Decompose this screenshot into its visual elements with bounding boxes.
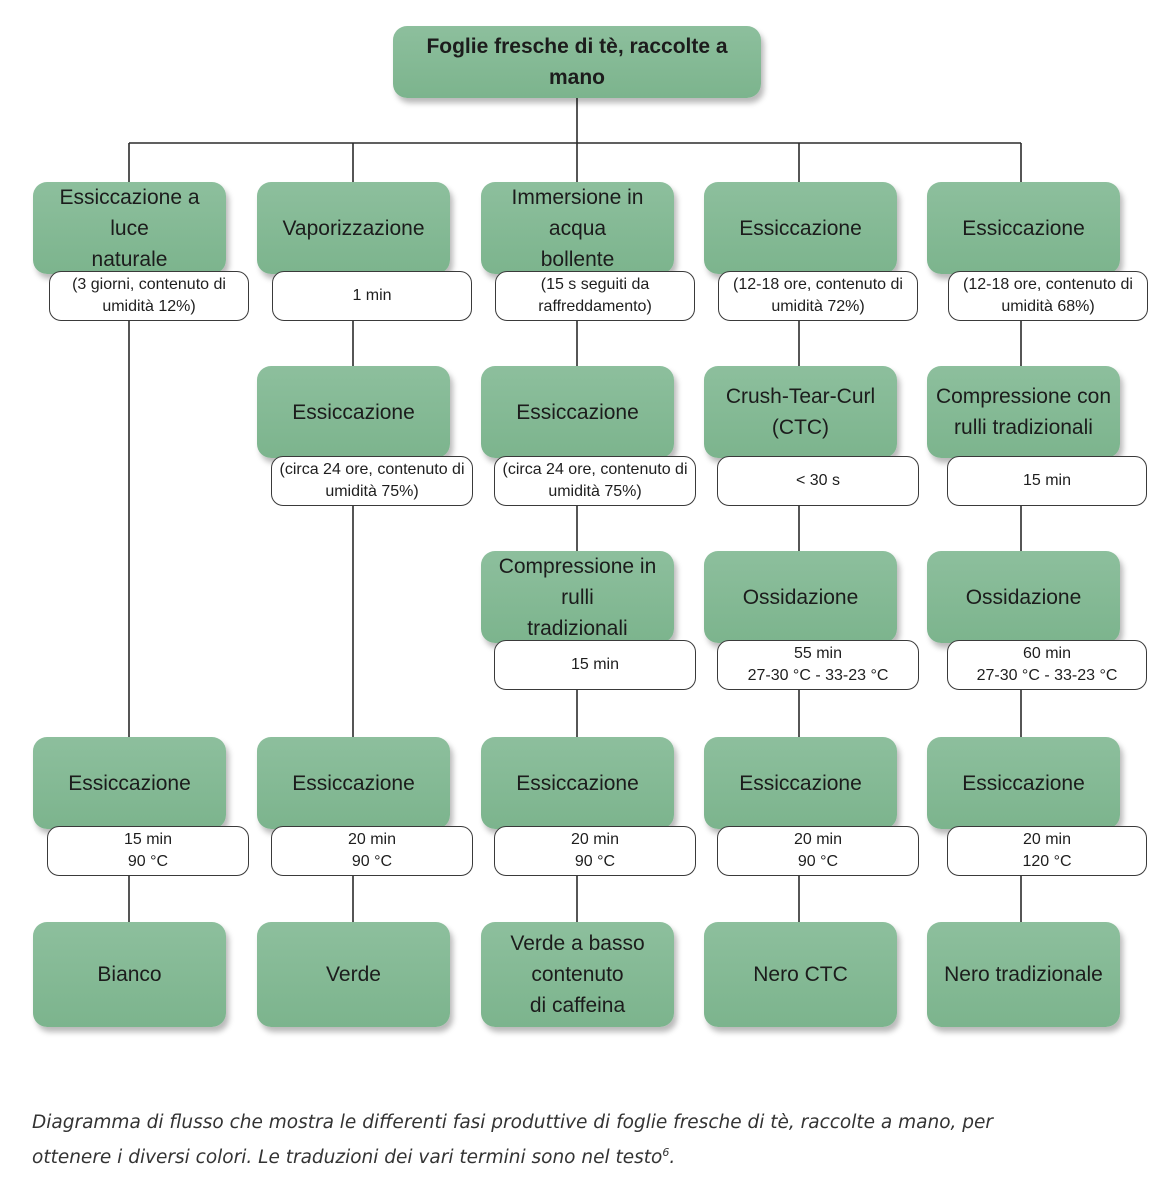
c1-result: Bianco <box>33 922 226 1027</box>
c2-step2-title: Essiccazione <box>257 366 450 458</box>
c4-step2-title: Crush-Tear-Curl(CTC) <box>704 366 897 458</box>
c2-step1-title: Vaporizzazione <box>257 182 450 274</box>
c5-step1-title: Essiccazione <box>927 182 1120 274</box>
c2-step1-detail: 1 min <box>272 271 472 321</box>
c1-step2-title: Essiccazione <box>33 737 226 829</box>
root-node: Foglie fresche di tè, raccolte a mano <box>393 26 761 98</box>
c4-step3-title: Ossidazione <box>704 551 897 643</box>
figure-caption: Diagramma di flusso che mostra le differ… <box>32 1108 1152 1173</box>
c5-result: Nero tradizionale <box>927 922 1120 1027</box>
c4-step2-detail: < 30 s <box>717 456 919 506</box>
c2-step3-title: Essiccazione <box>257 737 450 829</box>
root-label: Foglie fresche di tè, raccolte a mano <box>426 35 728 89</box>
c5-step4-title: Essiccazione <box>927 737 1120 829</box>
c3-step4-title: Essiccazione <box>481 737 674 829</box>
caption-line-2: ottenere i diversi colori. Le traduzioni… <box>32 1146 676 1169</box>
caption-line-1: Diagramma di flusso che mostra le differ… <box>32 1112 994 1133</box>
connector-lines <box>128 98 1022 922</box>
c4-result: Nero CTC <box>704 922 897 1027</box>
c2-result: Verde <box>257 922 450 1027</box>
c3-step2-title: Essiccazione <box>481 366 674 458</box>
c5-step3-title: Ossidazione <box>927 551 1120 643</box>
c4-step1-title: Essiccazione <box>704 182 897 274</box>
c5-step2-detail: 15 min <box>947 456 1147 506</box>
c3-step3-detail: 15 min <box>494 640 696 690</box>
footnote-ref: 6 <box>662 1146 670 1159</box>
c4-step4-title: Essiccazione <box>704 737 897 829</box>
tea-production-flowchart: Foglie fresche di tè, raccolte a mano Es… <box>33 26 1148 1027</box>
